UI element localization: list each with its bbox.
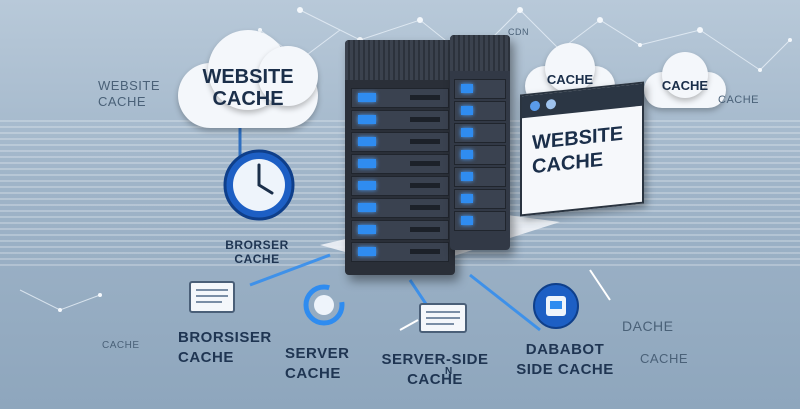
stack-icon bbox=[418, 298, 470, 336]
cache-cloud-right: CACHE bbox=[640, 50, 730, 110]
left-caption: WEBSITE CACHE bbox=[98, 78, 161, 109]
bottom-label-3-extra: N bbox=[445, 366, 453, 377]
bottom-label-1: BRORSISER CACHE bbox=[178, 329, 272, 366]
bottom-label-3: SERVER-SIDE CACHE bbox=[381, 351, 489, 388]
database-icon bbox=[532, 282, 580, 330]
right-bottom-label-2: CACHE bbox=[640, 351, 689, 366]
server-rack-left bbox=[345, 40, 455, 275]
right-caption: CACHE bbox=[718, 94, 760, 106]
bottom-left-small-label: CACHE bbox=[102, 340, 140, 351]
server-rack-right bbox=[450, 35, 510, 250]
window-title: WEBSITE CACHE bbox=[532, 122, 624, 179]
cloud-main-label: WEBSITE CACHE bbox=[202, 66, 294, 110]
clock-icon bbox=[222, 148, 296, 222]
right-bottom-label-1: DACHE bbox=[622, 318, 674, 334]
cloud-small-label-2: CACHE bbox=[661, 78, 709, 93]
refresh-icon bbox=[302, 283, 346, 327]
website-cache-cloud: WEBSITE CACHE bbox=[168, 18, 328, 133]
bottom-label-4: DABABOT SIDE CACHE bbox=[516, 341, 614, 378]
cdn-small-label: CDN bbox=[508, 27, 529, 37]
document-icon bbox=[188, 278, 238, 314]
cloud-small-label-1: CACHE bbox=[546, 72, 594, 87]
bottom-label-2: SERVER CACHE bbox=[285, 345, 350, 382]
clock-caption: BRORSER CACHE bbox=[225, 238, 289, 266]
website-cache-window: WEBSITE CACHE bbox=[520, 81, 644, 217]
